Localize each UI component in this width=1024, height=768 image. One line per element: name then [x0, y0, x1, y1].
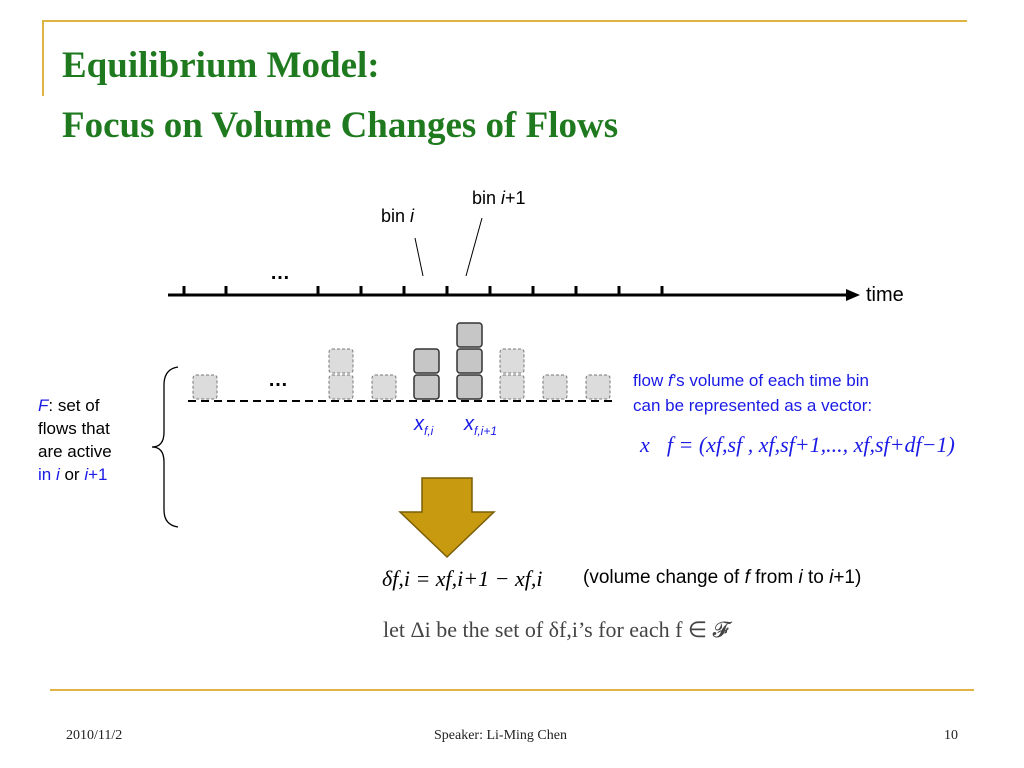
flows-note-in: in	[38, 465, 56, 484]
delta-explain-f: f	[744, 567, 750, 588]
x-f-i-var: x	[414, 413, 424, 435]
delta-explain-prefix: (volume change of	[583, 567, 745, 588]
down-arrow	[398, 477, 496, 559]
slide-title-line2: Focus on Volume Changes of Flows	[62, 105, 619, 146]
flows-note-suffix: +1	[88, 465, 108, 484]
bin-i1-text: bin	[472, 188, 502, 208]
bin-i1-label: bin i+1	[472, 188, 526, 209]
timeline-ticks	[182, 286, 664, 295]
vector-note-f: f	[667, 371, 673, 390]
title-accent-bar	[42, 20, 44, 96]
time-label: time	[866, 284, 904, 306]
flows-note-or: or	[59, 465, 85, 484]
bin-i1-var: i	[501, 188, 506, 208]
flows-note-i: i	[55, 465, 60, 484]
slide-title-line1: Equilibrium Model:	[62, 45, 380, 86]
delta-formula: δf,i = xf,i+1 − xf,i	[382, 566, 543, 591]
flows-note-i1: i	[84, 465, 89, 484]
vector-note-prefix: flow	[633, 371, 668, 390]
timeline-arrowhead	[846, 289, 860, 301]
vector-formula: x⃗f = (xf,sf , xf,sf+1,..., xf,sf+df−1)	[640, 432, 955, 457]
footer-date: 2010/11/2	[66, 728, 123, 743]
bin-i1-suffix: +1	[505, 188, 526, 208]
vector-note-line1: flow f’s volume of each time bin	[633, 368, 872, 393]
flows-note-line3: are active	[38, 442, 112, 461]
timeline-ellipsis: …	[270, 262, 290, 284]
top-rule	[42, 20, 967, 22]
x-f-i1-var: x	[464, 413, 474, 435]
x-f-i-label: xf,i	[414, 413, 433, 438]
x-f-i1-label: xf,i+1	[464, 413, 497, 438]
footer-speaker: Speaker: Li-Ming Chen	[434, 728, 567, 743]
bin-i-var: i	[410, 206, 415, 226]
bin-i1-pointer	[465, 217, 483, 277]
delta-explain-i: i	[798, 567, 803, 588]
bin-i-label: bin i	[381, 206, 414, 227]
bin-i-pointer	[414, 237, 424, 277]
flows-note-line1: F: set of	[38, 394, 158, 417]
vector-note-line2: can be represented as a vector:	[633, 396, 873, 415]
vector-note-suffix: ’s volume of each time bin	[672, 371, 869, 390]
flow-boxes-light	[192, 348, 611, 400]
flows-set-symbol: F	[38, 396, 49, 415]
flows-note-line2: flows that	[38, 419, 110, 438]
x-f-i-sub: f,i	[424, 424, 434, 438]
footer-rule	[50, 689, 974, 691]
flow-boxes-highlighted	[413, 322, 483, 400]
vector-note: flow f’s volume of each time bin can be …	[633, 368, 872, 418]
delta-explain-suffix: +1)	[833, 567, 862, 588]
footer-page-number: 10	[944, 728, 958, 743]
flows-note-text1: : set of	[48, 396, 100, 415]
bin-i-text: bin	[381, 206, 411, 226]
x-f-i1-sub: f,i+1	[474, 424, 498, 438]
flows-set-note: F: set of flows that are active in i or …	[38, 394, 158, 486]
delta-explain-to: to	[802, 567, 830, 588]
let-delta-line: let Δi be the set of δf,i’s for each f ∈…	[383, 617, 729, 642]
delta-explain-from: from	[749, 567, 799, 588]
delta-explain-i1: i	[829, 567, 834, 588]
delta-explanation: (volume change of f from i to i+1)	[583, 567, 861, 589]
boxes-ellipsis: …	[268, 369, 288, 391]
flows-note-line4: in i or i+1	[38, 463, 158, 486]
flows-brace	[151, 366, 179, 528]
